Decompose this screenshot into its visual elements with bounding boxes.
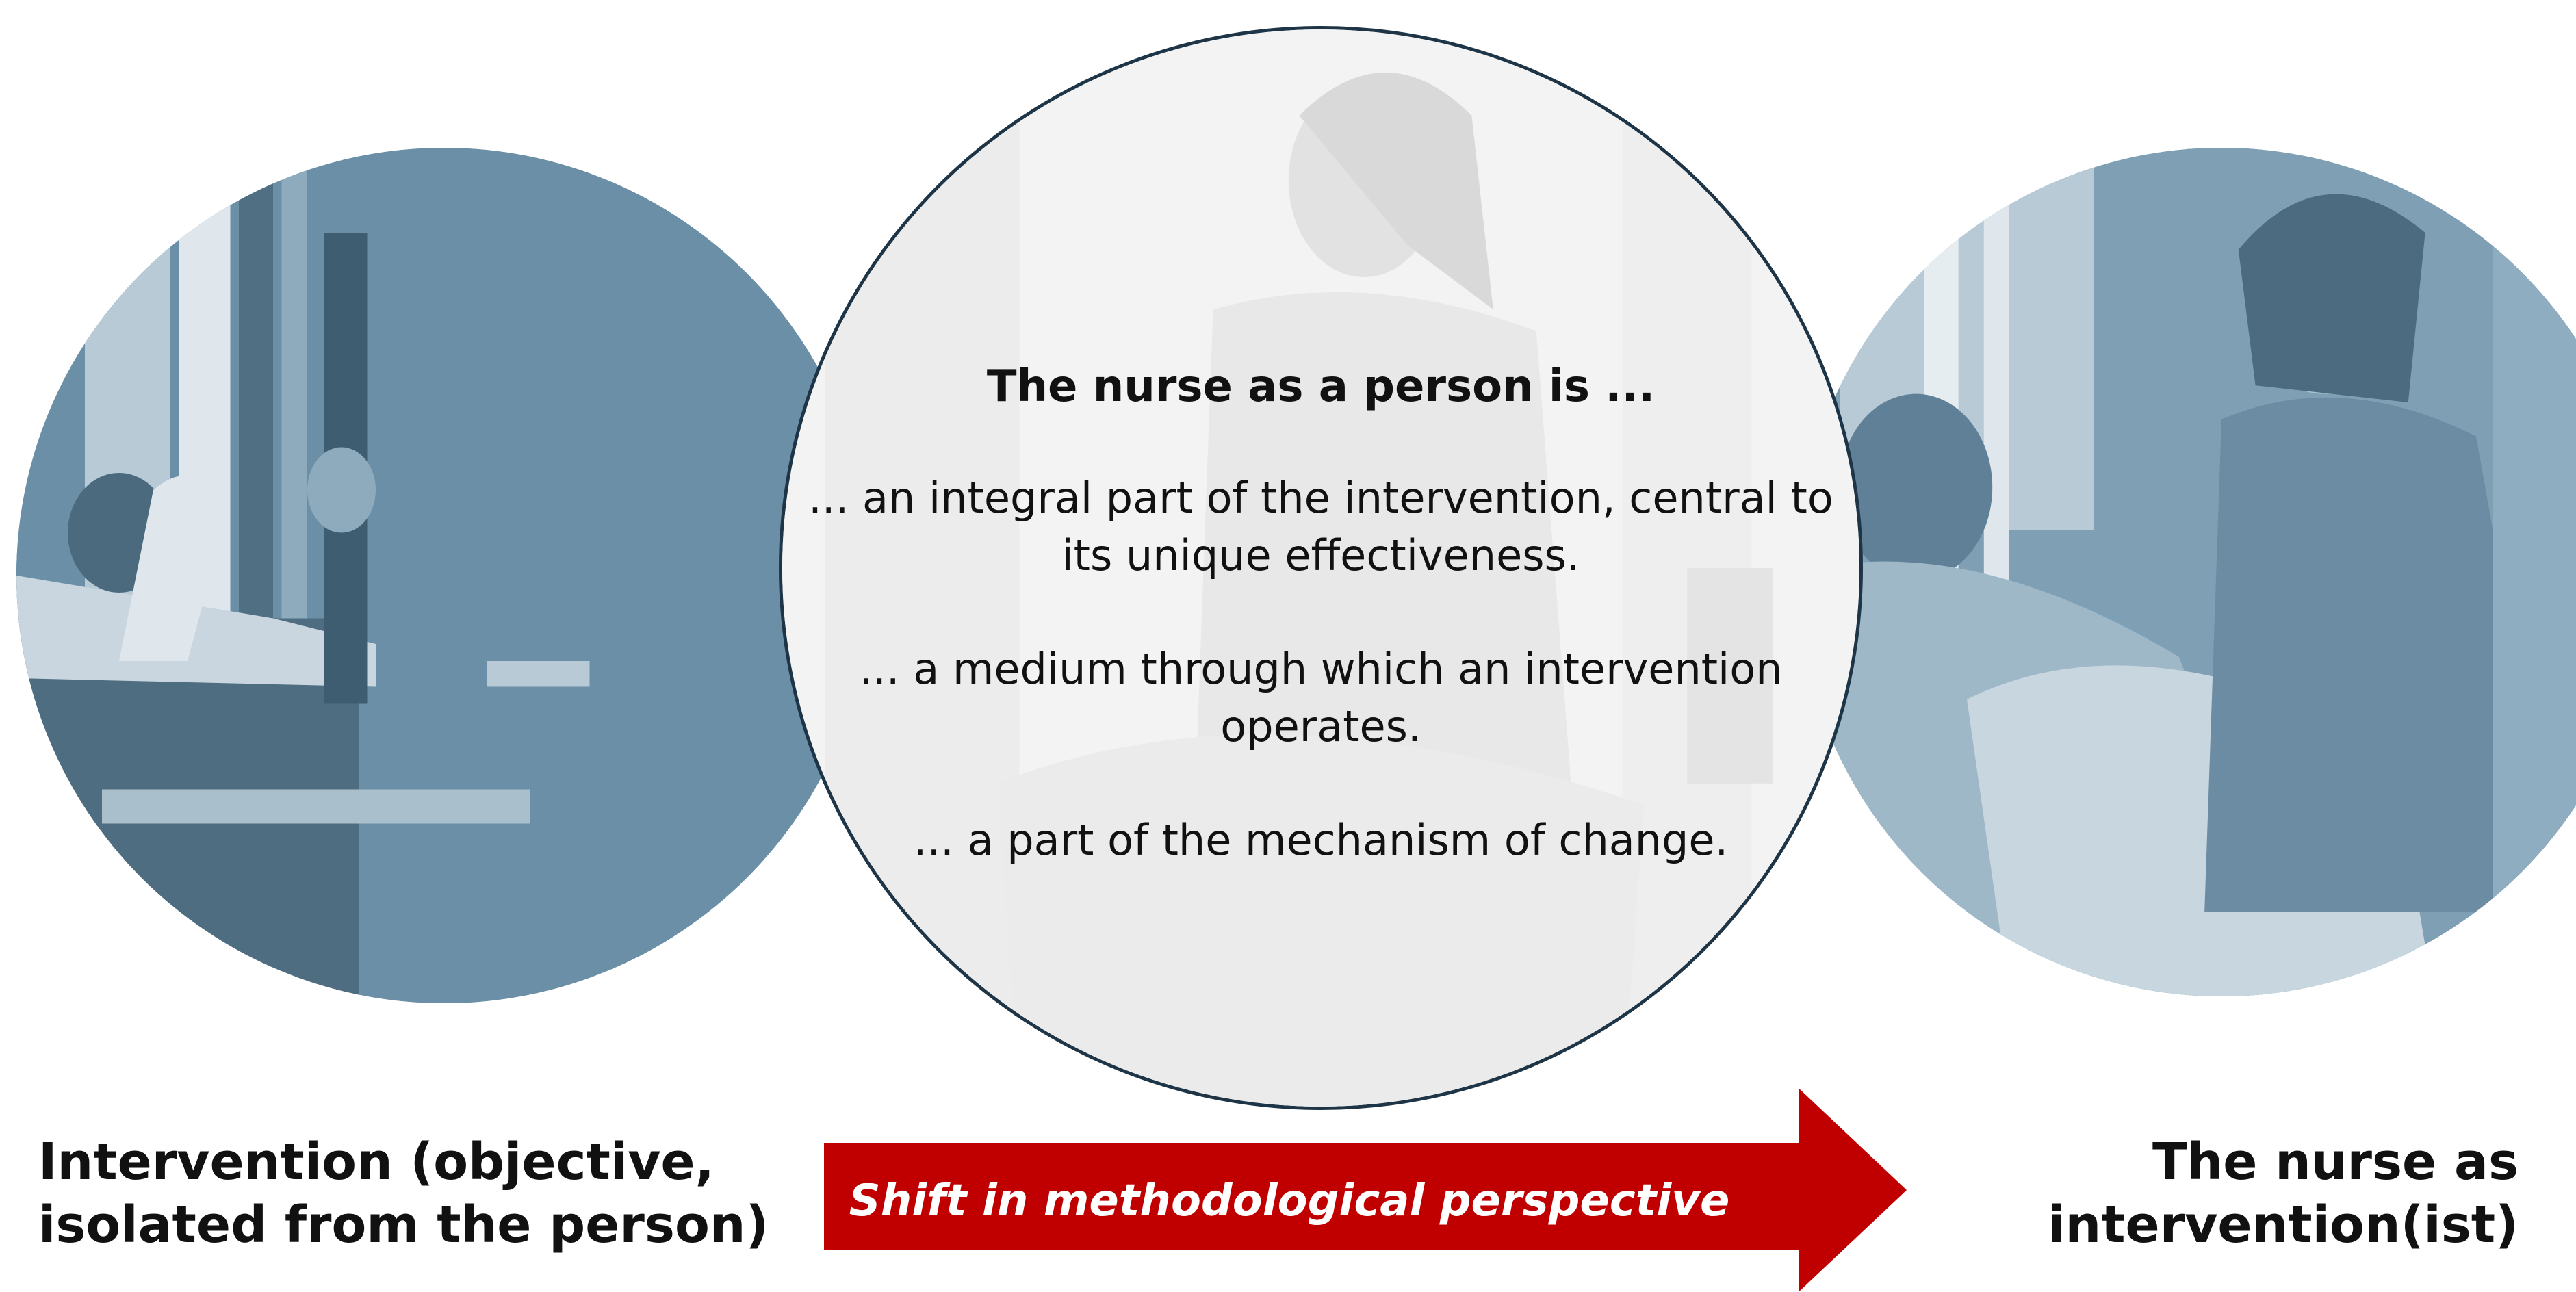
left-photo-circle	[16, 148, 872, 1003]
right-photo-circle	[1797, 148, 2576, 996]
center-statement-integral-part: ... an integral part of the intervention…	[808, 473, 1833, 580]
center-heading: The nurse as a person is ...	[986, 361, 1656, 412]
center-statement-medium: ... a medium through which an interventi…	[859, 644, 1783, 751]
right-label: The nurse as intervention(ist)	[2048, 1133, 2519, 1254]
shift-arrow: Shift in methodological perspective	[824, 1088, 1907, 1292]
center-statement-mechanism: ... a part of the mechanism of change.	[913, 815, 1729, 865]
nurse-patient-image	[1797, 148, 2576, 996]
hospital-room-image	[16, 148, 872, 1003]
arrow-label: Shift in methodological perspective	[849, 1176, 1730, 1226]
left-label: Intervention (objective, isolated from t…	[38, 1133, 769, 1254]
arrow-shape	[824, 1088, 1907, 1292]
